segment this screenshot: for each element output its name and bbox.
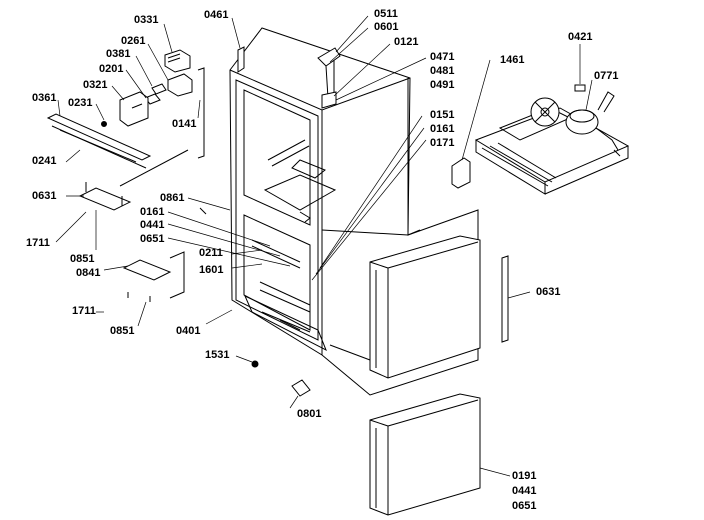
label-0321: 0321 xyxy=(83,79,107,91)
label-0361: 0361 xyxy=(32,92,56,104)
label-0401: 0401 xyxy=(176,325,200,337)
label-0651-left: 0651 xyxy=(140,233,164,245)
label-0601-top: 0601 xyxy=(374,21,398,33)
label-0151: 0151 xyxy=(430,109,454,121)
label-0381: 0381 xyxy=(106,48,130,60)
label-0121: 0121 xyxy=(394,36,418,48)
mounting-plate-lower xyxy=(122,251,185,302)
label-1461: 1461 xyxy=(500,54,524,66)
mounting-plate-upper xyxy=(78,182,132,211)
label-0241: 0241 xyxy=(32,155,56,167)
label-0631-right: 0631 xyxy=(536,286,560,298)
label-0481: 0481 xyxy=(430,65,454,77)
heater-wire xyxy=(119,149,189,187)
label-1601: 1601 xyxy=(199,264,223,276)
label-0261: 0261 xyxy=(121,35,145,47)
part-labels: 0461 0511 0601 0121 0471 0481 0491 0421 … xyxy=(26,8,618,512)
label-0441-left: 0441 xyxy=(140,219,164,231)
label-0841: 0841 xyxy=(76,267,100,279)
lower-drawer-door xyxy=(369,393,481,516)
label-0331: 0331 xyxy=(134,14,158,26)
label-0771: 0771 xyxy=(594,70,618,82)
leader-lines xyxy=(55,15,593,477)
label-0851-lower: 0851 xyxy=(110,325,134,337)
trim-rail xyxy=(46,113,152,169)
label-0191: 0191 xyxy=(512,470,536,482)
label-0161-lower: 0161 xyxy=(140,206,164,218)
label-1711-lower: 1711 xyxy=(72,305,96,317)
label-0211: 0211 xyxy=(199,247,223,259)
side-rail-right xyxy=(501,255,509,343)
label-1711-upper: 1711 xyxy=(26,237,50,249)
gasket-strip xyxy=(197,67,205,159)
upper-door xyxy=(369,235,481,379)
label-0851-upper: 0851 xyxy=(70,253,94,265)
label-0461-top: 0461 xyxy=(204,9,228,21)
label-0201: 0201 xyxy=(99,63,123,75)
label-0861: 0861 xyxy=(160,192,184,204)
label-1531: 1531 xyxy=(205,349,229,361)
label-0801: 0801 xyxy=(297,408,321,420)
label-0171: 0171 xyxy=(430,137,454,149)
label-0511: 0511 xyxy=(374,8,398,20)
label-0441-right: 0441 xyxy=(512,485,536,497)
label-0491: 0491 xyxy=(430,79,454,91)
label-0631-left: 0631 xyxy=(32,190,56,202)
label-0161-upper: 0161 xyxy=(430,123,454,135)
drawer-slide-clip xyxy=(291,379,311,397)
label-0471: 0471 xyxy=(430,51,454,63)
rear-bracket xyxy=(451,157,471,189)
control-box-parts xyxy=(101,49,193,127)
label-0421: 0421 xyxy=(568,31,592,43)
label-0651-right: 0651 xyxy=(512,500,536,512)
label-0231: 0231 xyxy=(68,97,92,109)
compressor-assembly xyxy=(474,84,630,195)
label-0141: 0141 xyxy=(172,118,196,130)
